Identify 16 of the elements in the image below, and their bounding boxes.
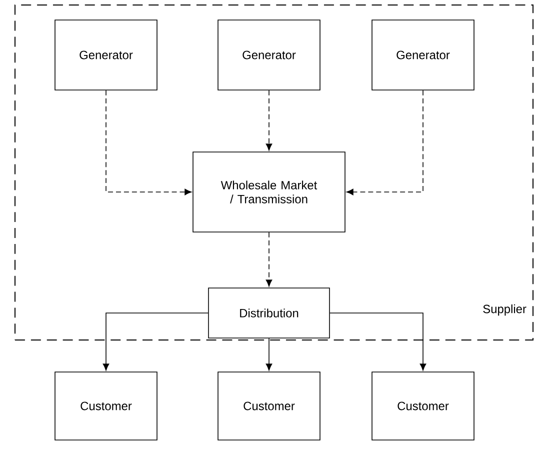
- arrow: [266, 90, 272, 151]
- arrow: [102, 312, 208, 371]
- process-box: Generator: [218, 20, 320, 90]
- arrow: [346, 90, 424, 196]
- process-box: Distribution: [208, 288, 330, 338]
- arrow: [330, 312, 426, 371]
- process-box: Customer: [218, 372, 320, 440]
- arrow: [266, 338, 272, 371]
- process-box: Customer: [372, 372, 474, 440]
- arrow: [106, 90, 192, 196]
- process-box: Generator: [372, 20, 474, 90]
- process-box: Generator: [54, 20, 158, 90]
- arrow: [266, 232, 272, 287]
- process-box: Wholesale Market / Transmission: [192, 152, 346, 232]
- process-box: Customer: [54, 372, 158, 440]
- region-label: Supplier: [483, 304, 526, 316]
